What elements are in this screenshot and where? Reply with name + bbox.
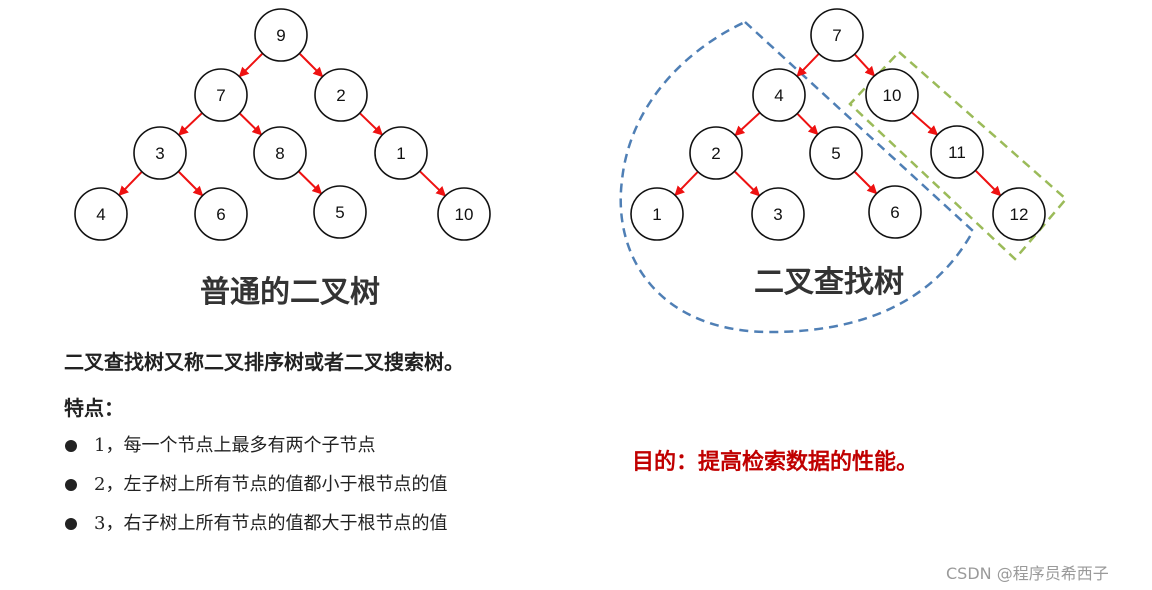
node-circle: [254, 8, 308, 62]
ordinary_tree-edge-8-to-5: [297, 170, 323, 195]
list-item: 3，右子树上所有节点的值都大于根节点的值: [64, 510, 447, 549]
ordinary_tree-node: 10: [437, 187, 491, 241]
bst-edge-10-to-11: [910, 111, 939, 136]
ordinary_tree-edge-3-to-6: [177, 170, 204, 197]
ordinary_tree-node: 1: [374, 126, 428, 180]
purpose-statement: 目的：提高检索数据的性能。: [632, 449, 919, 475]
bst-edge-7-to-4: [796, 52, 820, 78]
bullet-icon: [65, 479, 77, 491]
list-item: 1，每一个节点上最多有两个子节点: [64, 432, 447, 471]
watermark: CSDN @程序员希西子: [946, 564, 1109, 583]
node-circle: [630, 187, 684, 241]
node-label: 4: [774, 86, 783, 105]
node-label: 12: [1010, 205, 1029, 224]
bst-node: 1: [630, 187, 684, 241]
bst-edge-2-to-3: [733, 170, 761, 197]
node-circle: [437, 187, 491, 241]
bst-node: 12: [992, 187, 1046, 241]
node-circle: [930, 125, 984, 179]
node-label: 7: [216, 86, 225, 105]
node-circle: [865, 68, 919, 122]
node-label: 2: [711, 144, 720, 163]
feature-text: 2，左子树上所有节点的值都小于根节点的值: [94, 474, 448, 495]
ordinary_tree-node: 6: [194, 187, 248, 241]
bst-description: 二叉查找树又称二叉排序树或者二叉搜索树。: [64, 350, 464, 374]
bst-node: 2: [689, 126, 743, 180]
left-subtree-region: [619, 20, 975, 334]
node-label: 5: [831, 144, 840, 163]
tree-edges: [118, 52, 1002, 197]
features-title: 特点：: [64, 396, 124, 420]
ordinary_tree-node: 4: [74, 187, 128, 241]
bst-edge-2-to-1: [674, 170, 699, 197]
node-label: 6: [216, 205, 225, 224]
node-label: 10: [883, 86, 902, 105]
node-circle: [74, 187, 128, 241]
node-circle: [253, 126, 307, 180]
node-circle: [689, 126, 743, 180]
ordinary_tree-edge-2-to-1: [358, 112, 384, 136]
bst-node: 6: [868, 185, 922, 239]
feature-text: 3，右子树上所有节点的值都大于根节点的值: [94, 513, 448, 534]
bst-node: 3: [751, 187, 805, 241]
node-label: 6: [890, 203, 899, 222]
list-item: 2，左子树上所有节点的值都小于根节点的值: [64, 471, 447, 510]
ordinary_tree-node: 5: [313, 185, 367, 239]
node-label: 8: [275, 144, 284, 163]
bst-edge-11-to-12: [974, 169, 1002, 197]
ordinary_tree-edge-7-to-3: [178, 112, 203, 136]
node-circle: [751, 187, 805, 241]
ordinary_tree-edge-3-to-4: [118, 170, 143, 197]
feature-text: 1，每一个节点上最多有两个子节点: [94, 435, 376, 456]
bst-edge-5-to-6: [853, 170, 878, 195]
bst-node: 10: [865, 68, 919, 122]
bst-edge-7-to-10: [853, 53, 876, 77]
node-label: 2: [336, 86, 345, 105]
node-label: 4: [96, 205, 105, 224]
node-circle: [374, 126, 428, 180]
node-circle: [313, 185, 367, 239]
node-label: 11: [948, 143, 966, 162]
ordinary_tree-node: 8: [253, 126, 307, 180]
bst-node: 5: [809, 126, 863, 180]
bst-edge-4-to-5: [796, 112, 819, 136]
node-label: 10: [455, 205, 474, 224]
ordinary_tree-node: 3: [133, 126, 187, 180]
ordinary_tree-edge-9-to-2: [298, 52, 324, 78]
node-label: 3: [155, 144, 164, 163]
ordinary_tree-edge-7-to-8: [238, 112, 263, 136]
features-list: 1，每一个节点上最多有两个子节点 2，左子树上所有节点的值都小于根节点的值 3，…: [64, 432, 447, 549]
node-circle: [133, 126, 187, 180]
node-label: 1: [396, 144, 405, 163]
node-label: 7: [832, 26, 841, 45]
bst-title: 二叉查找树: [754, 265, 904, 300]
ordinary_tree-edge-1-to-10: [418, 170, 447, 197]
bullet-icon: [65, 518, 77, 530]
node-circle: [752, 68, 806, 122]
node-circle: [194, 187, 248, 241]
node-circle: [810, 8, 864, 62]
bullet-icon: [65, 440, 77, 452]
node-circle: [194, 68, 248, 122]
node-circle: [992, 187, 1046, 241]
node-label: 5: [335, 203, 344, 222]
bst-node: 4: [752, 68, 806, 122]
bst-node: 11: [930, 125, 984, 179]
ordinary-tree-title: 普通的二叉树: [200, 275, 380, 310]
node-circle: [314, 68, 368, 122]
node-label: 1: [652, 205, 661, 224]
node-label: 3: [773, 205, 782, 224]
ordinary_tree-node: 7: [194, 68, 248, 122]
node-circle: [809, 126, 863, 180]
ordinary_tree-node: 9: [254, 8, 308, 62]
ordinary_tree-edge-9-to-7: [238, 52, 264, 78]
bst-node: 7: [810, 8, 864, 62]
bst-edge-4-to-2: [734, 111, 761, 137]
ordinary_tree-node: 2: [314, 68, 368, 122]
right-subtree-region: [848, 50, 1068, 261]
node-circle: [868, 185, 922, 239]
node-label: 9: [276, 26, 285, 45]
